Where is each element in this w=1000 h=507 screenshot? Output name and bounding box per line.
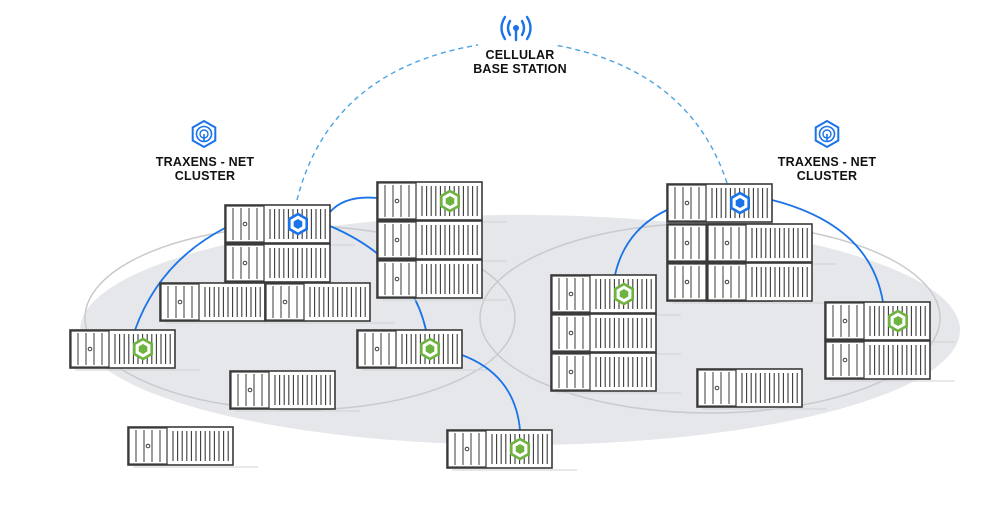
- container-body: [356, 329, 463, 369]
- cluster-label-line2: CLUSTER: [174, 169, 236, 183]
- shipping-container: [824, 340, 955, 382]
- container-door: [128, 427, 168, 465]
- hexagon-network-icon: [814, 119, 840, 149]
- container-door: [377, 260, 417, 298]
- container-door: [225, 205, 265, 243]
- container-body: [159, 282, 266, 322]
- container-body: [666, 183, 773, 223]
- container-body: [224, 243, 331, 283]
- cluster-label-line1: TRAXENS - NET: [777, 155, 877, 169]
- container-door: [377, 221, 417, 259]
- container-door: [707, 263, 747, 301]
- container-body: [224, 204, 331, 244]
- shipping-container: [264, 282, 395, 324]
- container-door: [230, 371, 270, 409]
- right-cluster-outline: [479, 222, 941, 414]
- container-door: [667, 184, 707, 222]
- mesh-link: [771, 199, 884, 303]
- container-door: [551, 275, 591, 313]
- container-body: [446, 429, 553, 469]
- container-door: [357, 330, 397, 368]
- shipping-container: [550, 313, 681, 355]
- container-door: [707, 224, 747, 262]
- mesh-link: [461, 354, 521, 431]
- container-body: [127, 426, 234, 466]
- cluster-label-line1: TRAXENS - NET: [155, 155, 255, 169]
- container-door: [265, 283, 305, 321]
- container-door: [225, 244, 265, 282]
- container-door: [447, 430, 487, 468]
- antenna-signal-icon: [500, 15, 532, 42]
- container-door: [70, 330, 110, 368]
- container-door: [825, 341, 865, 379]
- container-body: [824, 340, 931, 380]
- shipping-container: [127, 426, 258, 468]
- base-station-label-line1: CELLULAR: [485, 48, 555, 62]
- dashed-link-right: [554, 44, 728, 184]
- right-cluster-label: TRAXENS - NET CLUSTER: [767, 155, 887, 183]
- shipping-container: [550, 352, 681, 394]
- container-body: [824, 301, 931, 341]
- cluster-label-line2: CLUSTER: [796, 169, 858, 183]
- container-body: [550, 352, 657, 392]
- shipping-container: [696, 368, 827, 410]
- container-door: [377, 182, 417, 220]
- shipping-container: [356, 329, 487, 371]
- shipping-container: [376, 181, 507, 223]
- container-door: [551, 314, 591, 352]
- container-body: [376, 259, 483, 299]
- shipping-container: [666, 183, 797, 225]
- container-door: [160, 283, 200, 321]
- container-body: [696, 368, 803, 408]
- shipping-container: [446, 429, 577, 471]
- container-body: [706, 223, 813, 263]
- shipping-container: [376, 259, 507, 301]
- mesh-link: [134, 225, 230, 331]
- container-body: [69, 329, 176, 369]
- shipping-container: [706, 262, 837, 304]
- container-door: [667, 224, 707, 262]
- shipping-container: [159, 282, 290, 324]
- container-body: [550, 313, 657, 353]
- container-door: [697, 369, 737, 407]
- container-body: [376, 181, 483, 221]
- container-body: [706, 262, 813, 302]
- mesh-link: [329, 196, 378, 213]
- container-body: [550, 274, 657, 314]
- hexagon-network-icon: [191, 119, 217, 149]
- container-door: [551, 353, 591, 391]
- shipping-container: [229, 370, 360, 412]
- container-door: [825, 302, 865, 340]
- container-body: [264, 282, 371, 322]
- container-body: [376, 220, 483, 260]
- base-station-label: CELLULAR BASE STATION: [460, 48, 580, 76]
- base-station-label-line2: BASE STATION: [473, 62, 567, 76]
- dashed-link-left: [296, 44, 479, 201]
- shipping-container: [224, 204, 355, 246]
- shipping-container: [376, 220, 507, 262]
- shipping-container: [69, 329, 200, 371]
- left-cluster-label: TRAXENS - NET CLUSTER: [145, 155, 265, 183]
- container-door: [667, 263, 707, 301]
- mesh-link: [614, 209, 668, 276]
- container-body: [229, 370, 336, 410]
